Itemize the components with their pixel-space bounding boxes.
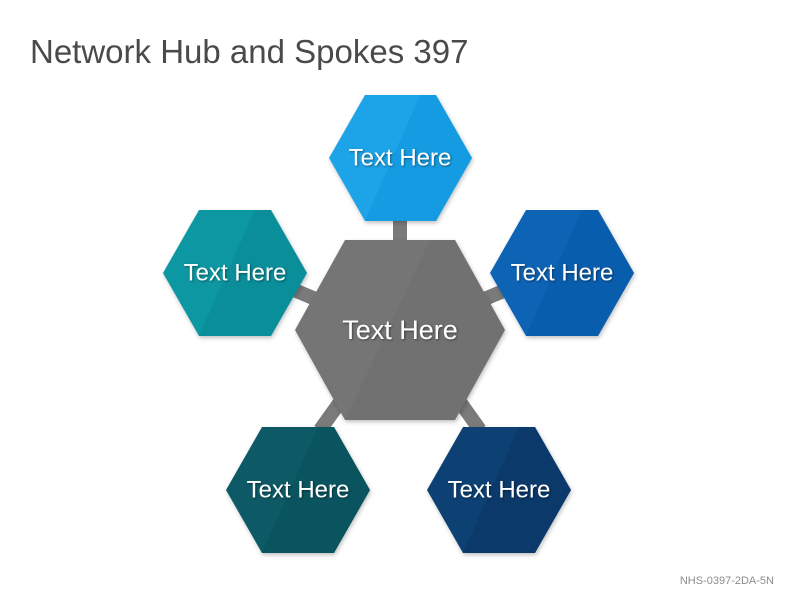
slide-code: NHS-0397-2DA-5N: [679, 575, 774, 587]
spoke-label-left: Text Here: [184, 260, 287, 287]
spoke-hexagon-bottom-left: [226, 427, 370, 553]
spoke-shade-bottom-left: [262, 427, 370, 553]
spoke-node-top: Text Here: [329, 95, 472, 221]
hub-label: Text Here: [342, 315, 458, 345]
spoke-label-top: Text Here: [349, 145, 452, 172]
spoke-node-right: Text Here: [490, 210, 634, 336]
spoke-shade-right: [526, 210, 634, 336]
spoke-label-bottom-left: Text Here: [247, 477, 350, 504]
spoke-hexagon-bottom-right: [427, 427, 571, 553]
hub-node: Text Here: [295, 240, 505, 420]
spoke-shade-top: [365, 95, 472, 221]
spoke-hexagon-right: [490, 210, 634, 336]
spoke-node-left: Text Here: [163, 210, 307, 336]
spoke-node-bottom-left: Text Here: [226, 427, 370, 553]
spoke-label-right: Text Here: [511, 260, 614, 287]
spoke-shade-left: [199, 210, 307, 336]
page-title: Network Hub and Spokes 397: [30, 33, 469, 70]
hub-hexagon: [295, 240, 505, 420]
spoke-hexagon-top: [329, 95, 472, 221]
spoke-hexagon-left: [163, 210, 307, 336]
spoke-label-bottom-right: Text Here: [448, 477, 551, 504]
spoke-shade-bottom-right: [463, 427, 571, 553]
hub-hexagon-shade: [345, 240, 505, 420]
spoke-node-bottom-right: Text Here: [427, 427, 571, 553]
